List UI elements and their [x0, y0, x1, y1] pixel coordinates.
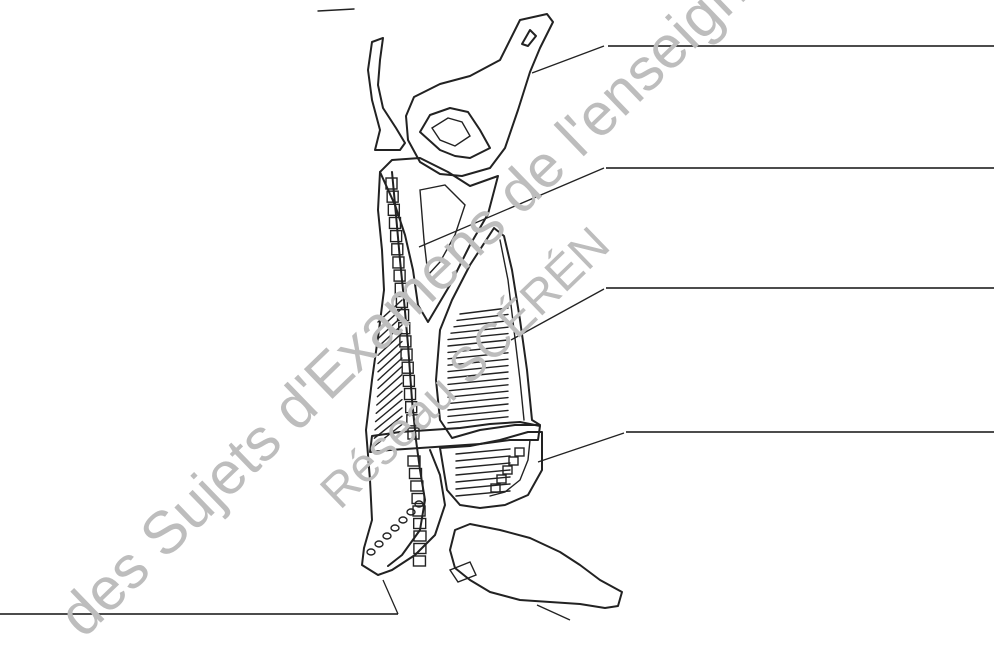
vertebra [396, 296, 407, 307]
leader-6 [537, 605, 570, 620]
rib [448, 398, 508, 404]
rib [456, 449, 510, 454]
leader-2 [419, 168, 604, 247]
leg-bone-hole [522, 30, 536, 46]
rib [460, 308, 508, 314]
rib [448, 346, 508, 352]
shank-cut [450, 524, 622, 608]
neck-piece [368, 38, 405, 150]
vertebra [391, 231, 402, 242]
neck-bone [375, 541, 383, 547]
rib [456, 470, 510, 475]
neck-bone [367, 549, 375, 555]
vertebra [402, 362, 413, 373]
ribs-lower [456, 449, 510, 496]
rib [456, 463, 510, 468]
vertebra [413, 556, 425, 566]
rib [448, 372, 508, 378]
rib [448, 385, 508, 391]
leader-5 [383, 580, 398, 614]
carcass-cut-diagram [0, 0, 1001, 623]
rib [448, 391, 508, 397]
rib [448, 404, 508, 410]
leg-bone-section [420, 108, 490, 158]
breast-bone [497, 475, 506, 483]
rib [454, 321, 508, 327]
rib [448, 359, 508, 365]
neck-bone [399, 517, 407, 523]
vertebra [408, 428, 419, 439]
neck-bone [391, 525, 399, 531]
rib [456, 456, 510, 461]
leader-3 [511, 289, 604, 340]
rib [448, 340, 508, 346]
vertebra [392, 244, 403, 255]
leg-bone-inner [432, 118, 470, 146]
vertebra [395, 283, 406, 294]
rib [448, 417, 508, 423]
breast-bone [509, 457, 518, 465]
stray-mark [318, 9, 354, 11]
leg-cut [406, 14, 553, 176]
rib [448, 378, 508, 384]
rib [456, 484, 510, 489]
vertebra [407, 415, 418, 426]
ribs-right [448, 308, 508, 423]
rib [457, 314, 508, 320]
rib [448, 353, 508, 359]
vertebra [401, 349, 412, 360]
leader-4 [538, 433, 624, 462]
vertebra [393, 257, 404, 268]
vertebra [403, 375, 414, 386]
rib [448, 410, 508, 416]
ribs-left [374, 300, 402, 447]
breast-bone [515, 448, 524, 456]
neck-bone [407, 509, 415, 515]
leader-1 [532, 46, 604, 73]
vertebra [394, 270, 405, 281]
rib [451, 327, 508, 333]
vertebra [405, 389, 416, 400]
rib [456, 477, 510, 482]
vertebra [406, 402, 417, 413]
vertebra [399, 323, 410, 334]
rib [448, 334, 508, 340]
rib [448, 366, 508, 372]
neck-bone [383, 533, 391, 539]
